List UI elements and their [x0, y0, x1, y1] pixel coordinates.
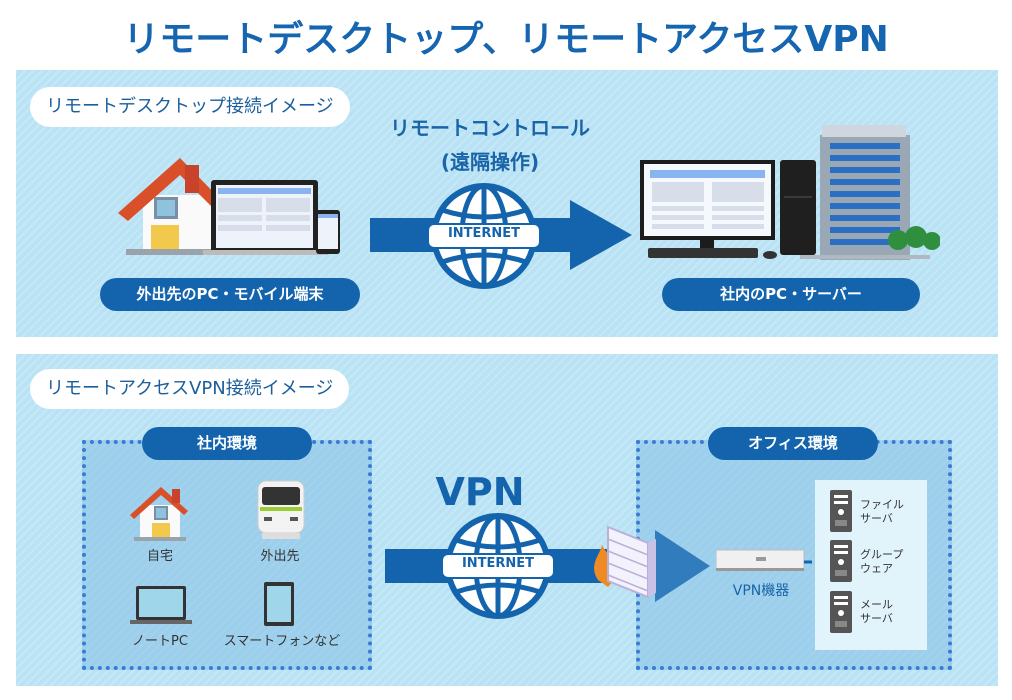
- server-label: メールサーバ: [860, 598, 893, 625]
- device-label-laptop: ノートPC: [132, 634, 188, 649]
- internet-label: INTERNET: [447, 226, 521, 241]
- device-label-smartphone: スマートフォンなど: [223, 634, 341, 649]
- server-icon: [830, 490, 852, 532]
- device-label-home: 自宅: [146, 549, 173, 564]
- internal-environment-title: 社内環境: [142, 427, 312, 460]
- firewall-icon: [594, 525, 656, 599]
- remote-control-sublabel: (遠隔操作): [440, 150, 540, 174]
- globe-icon: [428, 183, 540, 289]
- tablet-icon: [264, 582, 294, 626]
- server-icon: [830, 591, 852, 633]
- server-item: [830, 540, 852, 586]
- laptop-icon: [130, 586, 192, 624]
- server-icon: [830, 540, 852, 582]
- server-label: ファイルサーバ: [860, 498, 904, 525]
- right-device-caption: 社内のPC・サーバー: [662, 278, 920, 311]
- office-pc-server-building-icon: [640, 125, 940, 260]
- house-icon: [130, 487, 188, 541]
- server-label: グループウェア: [860, 548, 904, 575]
- vpn-device-label: VPN機器: [732, 583, 790, 599]
- vpn-appliance-icon: [716, 549, 812, 571]
- server-item: [830, 490, 852, 536]
- house-laptop-phone-icon: [118, 158, 340, 255]
- server-item: [830, 591, 852, 637]
- device-label-outside: 外出先: [260, 549, 300, 564]
- left-device-caption: 外出先のPC・モバイル端末: [100, 278, 360, 311]
- office-environment-title: オフィス環境: [708, 427, 878, 460]
- remote-desktop-heading: リモートデスクトップ接続イメージ: [30, 87, 350, 127]
- internet-label: INTERNET: [461, 556, 535, 571]
- vpn-label: VPN: [435, 470, 525, 514]
- internal-environment-box: [82, 440, 372, 670]
- page-title: リモートデスクトップ、リモートアクセスVPN: [123, 19, 889, 60]
- remote-vpn-heading: リモートアクセスVPN接続イメージ: [30, 369, 350, 409]
- train-icon: [257, 480, 305, 539]
- globe-icon: [442, 513, 554, 619]
- remote-control-label: リモートコントロール: [390, 116, 590, 140]
